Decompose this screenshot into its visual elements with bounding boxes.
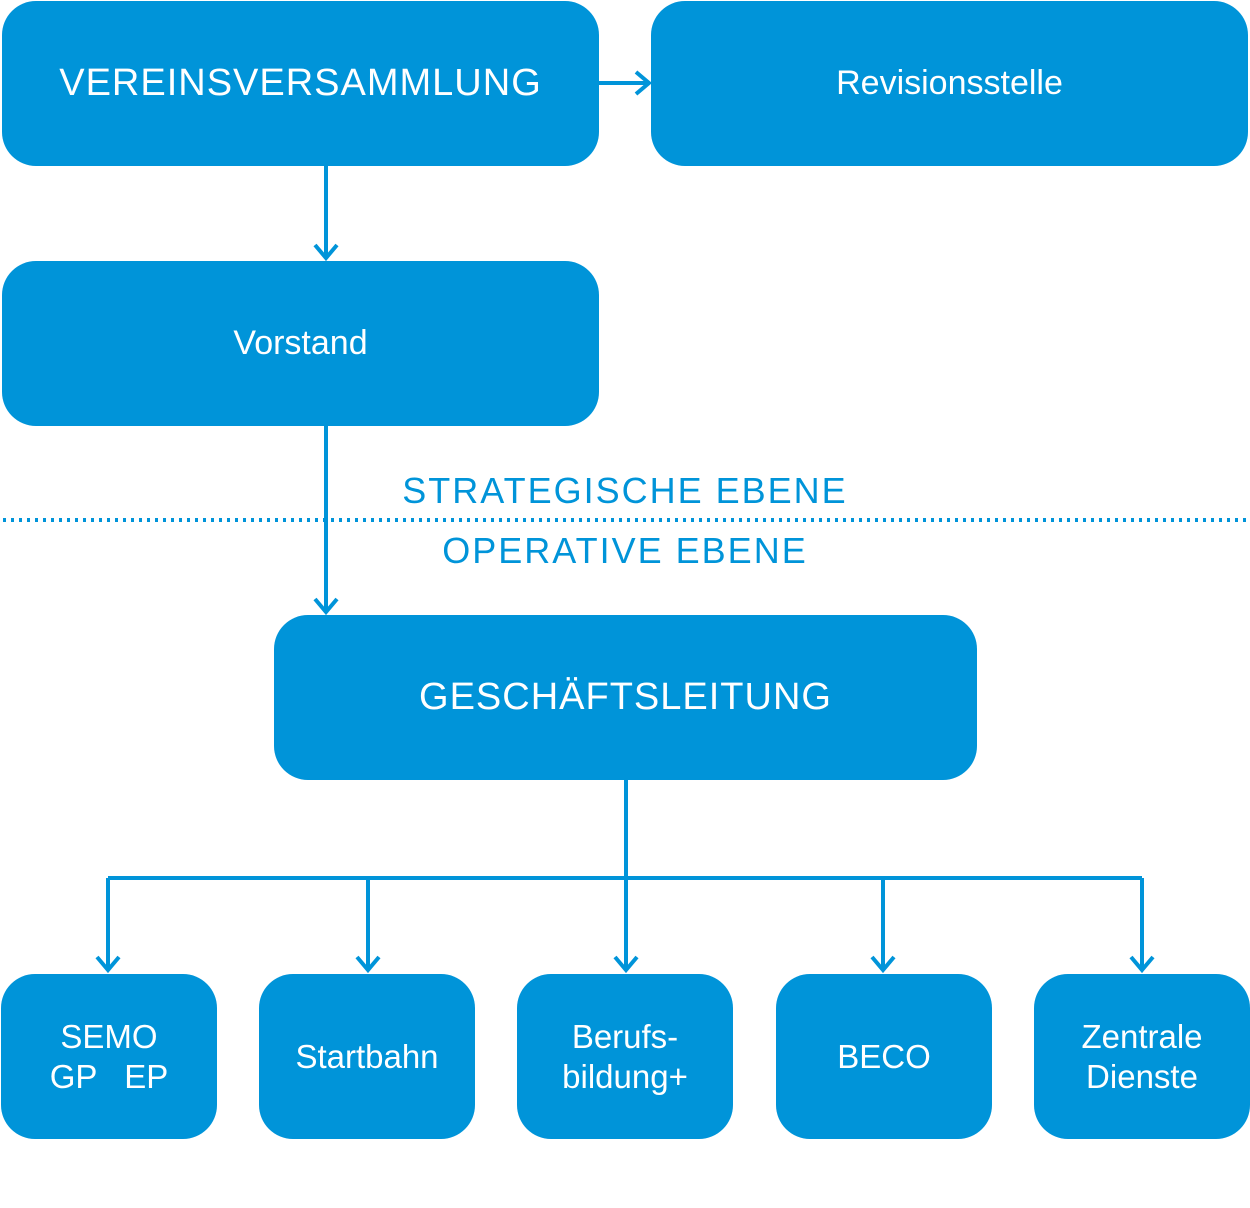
arrowhead-unit-2 (355, 955, 381, 974)
arrowhead-unit-1 (95, 955, 121, 974)
arrowhead-unit-5 (1129, 955, 1155, 974)
unit-line1: Startbahn (295, 1037, 439, 1075)
unit-box-berufsbildung: Berufs- bildung+ (517, 974, 733, 1139)
vereinsversammlung-box: VEREINSVERSAMMLUNG (2, 1, 599, 166)
arrowhead-unit-4 (870, 955, 896, 974)
geschaeftsleitung-box: GESCHÄFTSLEITUNG (274, 615, 977, 780)
revisionsstelle-label: Revisionsstelle (836, 64, 1063, 102)
vorstand-label: Vorstand (233, 324, 368, 362)
arrowhead-revisionsstelle (634, 70, 653, 96)
revisionsstelle-box: Revisionsstelle (651, 1, 1248, 166)
geschaeftsleitung-label: GESCHÄFTSLEITUNG (419, 676, 832, 718)
unit-box-beco: BECO (776, 974, 992, 1139)
unit-line2: Dienste (1086, 1057, 1198, 1095)
strategic-level-label: STRATEGISCHE EBENE (402, 470, 848, 511)
unit-box-semo: SEMO GP EP (1, 974, 217, 1139)
unit-line1: SEMO (60, 1017, 158, 1055)
unit-line2: GP EP (49, 1057, 169, 1095)
unit-line2: bildung+ (562, 1057, 688, 1095)
arrowhead-unit-3 (613, 955, 639, 974)
unit-line1: Zentrale (1081, 1017, 1203, 1055)
arrowhead-geschaeftsleitung (313, 597, 339, 616)
operative-level-label: OPERATIVE EBENE (442, 530, 808, 571)
unit-box-startbahn: Startbahn (259, 974, 475, 1139)
vorstand-box: Vorstand (2, 261, 599, 426)
arrowhead-vorstand (313, 243, 339, 262)
unit-line1: BECO (837, 1037, 931, 1075)
unit-line1: Berufs- (571, 1017, 679, 1055)
vereinsversammlung-label: VEREINSVERSAMMLUNG (59, 62, 542, 104)
unit-box-zentrale-dienste: Zentrale Dienste (1034, 974, 1250, 1139)
